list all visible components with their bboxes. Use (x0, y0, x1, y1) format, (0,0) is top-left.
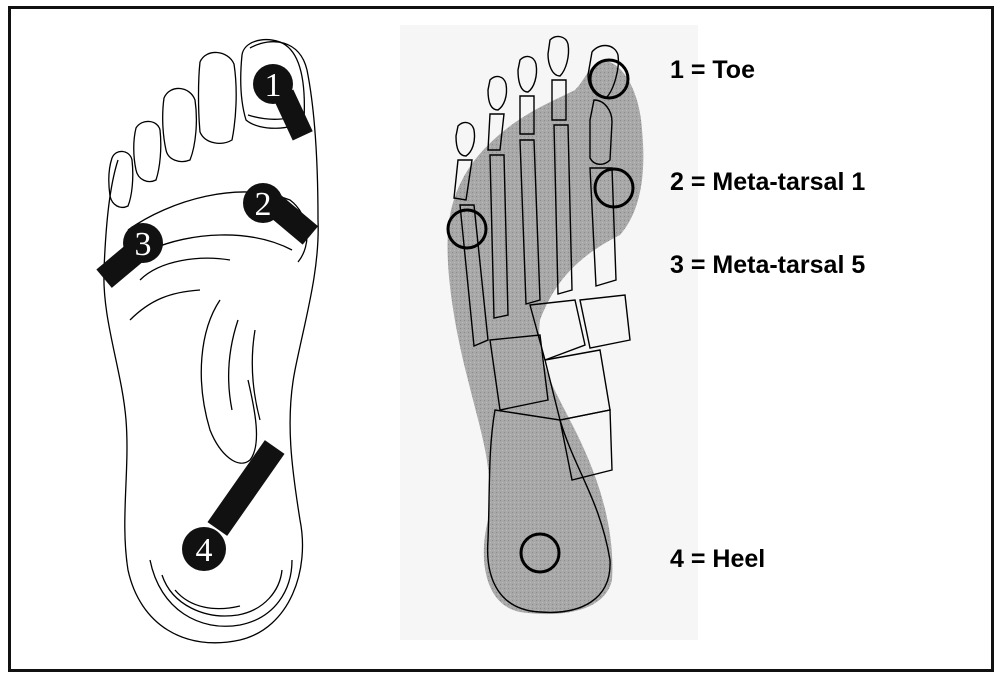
marker-4-number: 4 (196, 532, 213, 569)
foot-skeleton-drawing (400, 25, 698, 640)
marker-2-number: 2 (255, 186, 272, 223)
marker-3-number: 3 (135, 226, 152, 263)
marker-1-number: 1 (265, 67, 282, 104)
legend-toe: 1 = Toe (670, 56, 755, 85)
marker-4-bar (207, 440, 284, 536)
legend-metatarsal-5: 3 = Meta-tarsal 5 (670, 251, 865, 280)
legend-heel: 4 = Heel (670, 545, 765, 574)
legend-metatarsal-1: 2 = Meta-tarsal 1 (670, 168, 865, 197)
